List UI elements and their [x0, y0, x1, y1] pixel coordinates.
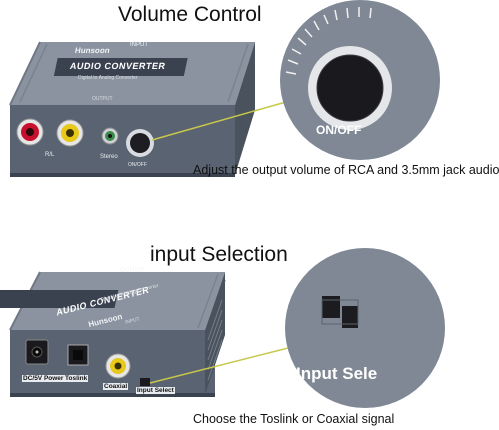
input-zoom-label: Input Sele: [296, 364, 378, 383]
input-selection-heading: input Selection: [150, 243, 288, 266]
device2-input-select-label: Input Select: [136, 387, 175, 394]
toslink-port: [67, 344, 89, 366]
rca-red-port: [16, 118, 44, 146]
device2-coaxial-label: Coaxial: [103, 383, 129, 390]
device2-power-label: DC/5V Power: [22, 375, 65, 382]
pointer-line-2: [149, 344, 301, 384]
device2-output-label: OUTPUT: [120, 268, 145, 274]
volume-caption: Adjust the output volume of RCA and 3.5m…: [193, 163, 499, 177]
pointer-line-1: [151, 97, 301, 141]
input-panel-graphic: [0, 248, 445, 408]
stereo-jack-port: [101, 127, 119, 145]
device1-input-label: INPUT: [130, 42, 148, 48]
volume-knob-small: [126, 129, 154, 157]
volume-panel-graphic: [9, 0, 440, 177]
input-zoom-circle: [285, 248, 445, 408]
dc-power-port: [25, 339, 49, 365]
volume-control-heading: Volume Control: [118, 3, 262, 26]
volume-zoom-label: ON/OFF: [316, 123, 362, 137]
device1-subtitle: Digital to Analog Converter: [78, 75, 138, 81]
device1-output-label: OUTPUT: [92, 96, 113, 102]
device2-top-face: [10, 272, 225, 330]
input-select-switch-small: [140, 378, 150, 386]
input-caption: Choose the Toslink or Coaxial signal: [193, 412, 395, 426]
volume-zoom-circle: [280, 0, 440, 160]
device1-stereo-label: Stereo: [100, 154, 118, 160]
device1-front-face: [10, 105, 235, 175]
coaxial-port: [105, 353, 131, 379]
device2-toslink-label: Toslink: [64, 375, 89, 382]
device1-onoff-label: ON/OFF: [128, 162, 147, 168]
rca-yellow-port: [56, 119, 84, 147]
device1-rl-label: R/L: [45, 152, 55, 158]
